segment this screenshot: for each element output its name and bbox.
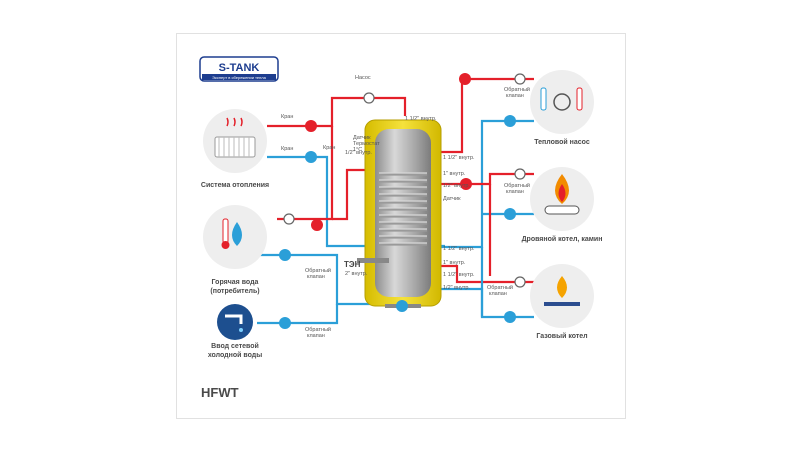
check-valve-label-i: Обратный — [305, 326, 331, 333]
check-valve-label-b: клапан — [506, 93, 524, 99]
model-name: HFWT — [201, 385, 239, 400]
heating-system-label: Система отопления — [201, 182, 269, 189]
valve-top-label: Кран — [281, 114, 293, 120]
electric-heater-label: ТЭН — [344, 260, 361, 269]
wood-boiler-device — [530, 167, 594, 231]
check-valve-label-d: клапан — [506, 189, 524, 195]
brand-logo: S-TANK Эксперт в сбережении тепла — [199, 56, 279, 82]
cold-water-device — [217, 304, 253, 340]
heating-system-device — [203, 109, 267, 173]
gas-boiler-label: Газовый котел — [536, 332, 587, 340]
wood-boiler-label: Дровяной котел, камин — [522, 235, 603, 243]
valve-vertical-label: Кран — [323, 145, 335, 151]
coil-feed-pipe — [332, 168, 367, 221]
mains-pipe — [257, 304, 339, 325]
gas-boiler-device — [530, 264, 594, 328]
hot-water-label-2: (потребитель) — [210, 287, 259, 295]
thermostat-label-3: 1°C — [353, 147, 362, 153]
port-right-1-label: 1 1/2" внутр. — [443, 155, 475, 161]
cold-water-label-2: холодной воды — [208, 351, 262, 359]
cold-inlet-pipe — [257, 253, 372, 306]
labels: Кран Кран Кран Насос Датчик Термостат 1°… — [281, 75, 530, 339]
port-right-3-label: 1/2" внутр. — [443, 183, 470, 189]
heat-pump-label: Тепловой насос — [534, 138, 590, 146]
flow-arrows — [279, 73, 516, 329]
electric-heater-element — [357, 258, 389, 263]
port-right-2-label: 1" внутр. — [443, 171, 466, 177]
valve-bottom-label: Кран — [281, 146, 293, 152]
port-right-7-label: 1/2" внутр. — [443, 285, 470, 291]
port-heater-label: 2" внутр. — [345, 271, 368, 277]
logo-tagline: Эксперт в сбережении тепла — [212, 75, 266, 80]
port-top-label: 1 1/2" внутр. — [405, 116, 437, 122]
gas-return-pipe — [439, 287, 534, 319]
check-valve-label-c: Обратный — [504, 182, 530, 189]
heat-exchanger-coil — [379, 172, 427, 246]
port-left-top-label: 1/2" внутр. — [345, 150, 372, 156]
hydraulic-diagram: S-TANK Эксперт в сбережении тепла — [199, 56, 603, 400]
heat-pump-supply-pipe — [439, 77, 534, 154]
heat-pump-device — [530, 70, 594, 134]
check-valve-label-f: клапан — [489, 291, 507, 297]
sensor-label: Датчик — [443, 196, 461, 202]
gas-supply-pipe — [439, 264, 534, 284]
pumps — [283, 73, 526, 288]
check-valve-label-h: клапан — [307, 274, 325, 280]
port-right-6-label: 1 1/2" внутр. — [443, 272, 475, 278]
cold-water-label-1: Ввод сетевой — [211, 342, 259, 350]
check-valve-label-g: Обратный — [305, 267, 331, 274]
check-valve-label-j: клапан — [307, 333, 325, 339]
device-labels: Система отопления Горячая вода (потребит… — [201, 138, 603, 359]
hot-water-pipe — [277, 126, 334, 221]
thermostat-label-1: Датчик — [353, 135, 371, 141]
port-right-4-label: 1 1/2" внутр. — [443, 246, 475, 252]
logo-brand: S-TANK — [219, 62, 260, 74]
hot-water-label-1: Горячая вода — [212, 279, 259, 286]
check-valve-label-a: Обратный — [504, 86, 530, 93]
storage-tank — [357, 119, 442, 308]
hot-water-device — [203, 205, 267, 269]
thermostat-label-2: Термостат — [353, 141, 380, 147]
check-valve-label-e: Обратный — [487, 284, 513, 291]
pump-label: Насос — [355, 75, 371, 81]
port-right-5-label: 1" внутр. — [443, 260, 466, 266]
diagram-card: S-TANK Эксперт в сбережении тепла — [176, 33, 626, 419]
